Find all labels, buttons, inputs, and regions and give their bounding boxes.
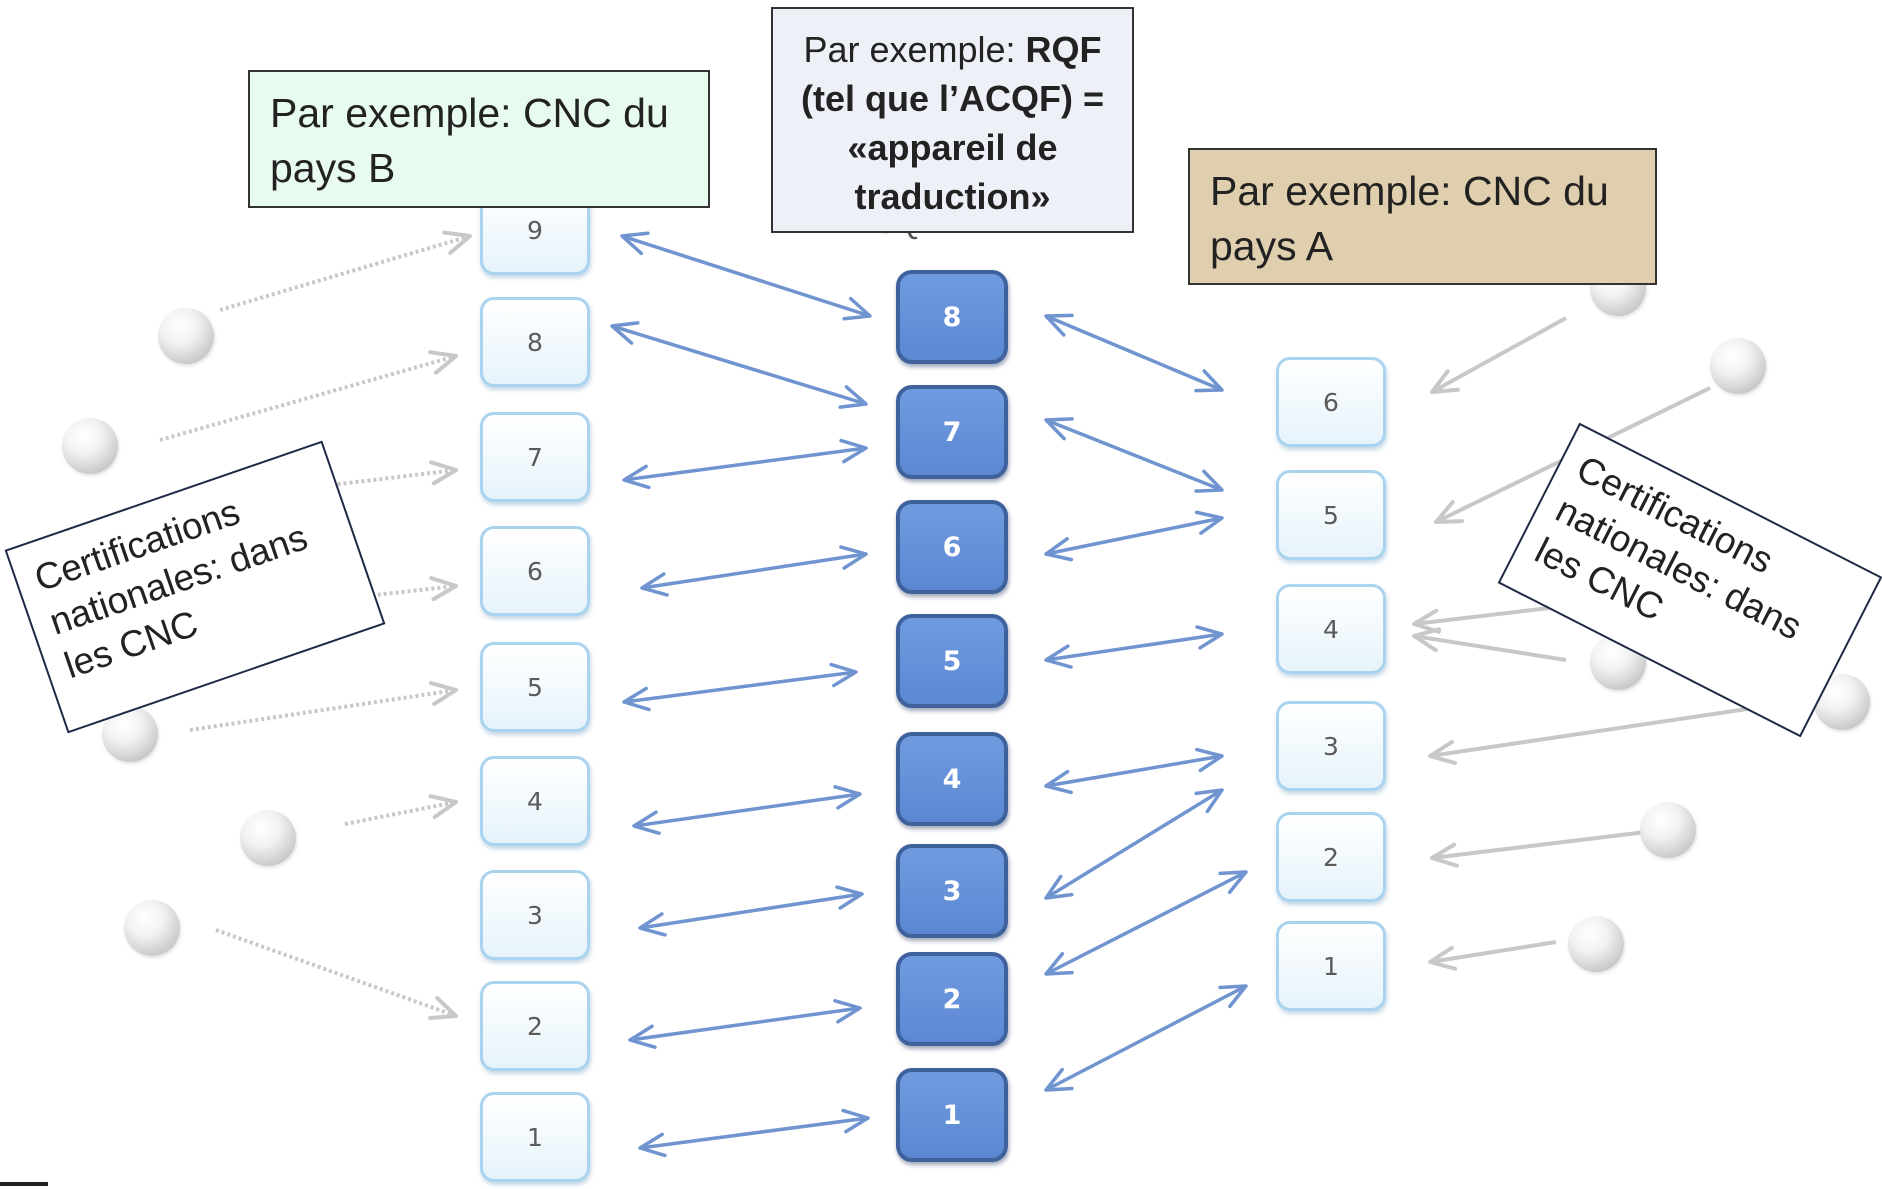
- mapping-arrow: [638, 1108, 870, 1158]
- certification-sphere: [1640, 802, 1696, 858]
- rqf-level-5: 5: [896, 614, 1008, 708]
- certification-arrow: [1412, 627, 1567, 662]
- framework-a-level-3: 3: [1276, 701, 1386, 791]
- framework-b-level-5: 5: [480, 642, 590, 732]
- framework-a-level-1: 1: [1276, 921, 1386, 1011]
- corner-rule: [0, 1182, 48, 1186]
- framework-b-label-box: Par exemple: CNC du pays B: [248, 70, 710, 208]
- certification-sphere: [62, 418, 118, 474]
- mapping-arrow: [640, 545, 868, 597]
- framework-a-level-5: 5: [1276, 470, 1386, 560]
- mapping-arrow: [1044, 870, 1248, 976]
- mapping-arrow: [632, 785, 862, 835]
- rqf-level-3: 3: [896, 844, 1008, 938]
- rqf-label-box: Par exemple: RQF (tel que l’ACQF) = «app…: [771, 7, 1134, 233]
- mapping-arrow: [622, 438, 868, 490]
- framework-a-level-6: 6: [1276, 357, 1386, 447]
- certification-arrow: [289, 460, 458, 492]
- rqf-label-prefix: Par exemple:: [803, 29, 1026, 70]
- framework-b-level-7: 7: [480, 412, 590, 502]
- mapping-arrow: [1044, 313, 1224, 393]
- certification-sphere: [158, 308, 214, 364]
- mapping-arrow: [1044, 625, 1224, 669]
- certification-arrow: [329, 576, 458, 602]
- rqf-level-8: 8: [896, 270, 1008, 364]
- rqf-level-6: 6: [896, 500, 1008, 594]
- framework-a-level-4: 4: [1276, 584, 1386, 674]
- mapping-arrow: [610, 321, 868, 409]
- framework-b-level-4: 4: [480, 756, 590, 846]
- certification-arrow: [215, 928, 458, 1020]
- mapping-arrow: [620, 231, 872, 321]
- certification-arrow: [1412, 604, 1567, 634]
- certification-arrow: [1428, 940, 1557, 971]
- framework-b-level-2: 2: [480, 981, 590, 1071]
- certification-sphere: [1568, 916, 1624, 972]
- mapping-arrow: [1044, 510, 1224, 562]
- certification-arrow: [1430, 316, 1567, 394]
- rqf-level-2: 2: [896, 952, 1008, 1046]
- framework-b-level-3: 3: [480, 870, 590, 960]
- mapping-arrow: [1044, 984, 1248, 1092]
- framework-a-label-box: Par exemple: CNC du pays A: [1188, 148, 1657, 285]
- rqf-label-bold: RQF (tel que l’ACQF) = «appareil de trad…: [800, 29, 1104, 217]
- framework-a-level-2: 2: [1276, 812, 1386, 902]
- rqf-level-7: 7: [896, 385, 1008, 479]
- certification-sphere: [240, 810, 296, 866]
- rqf-level-1: 1: [896, 1068, 1008, 1162]
- mapping-arrow: [622, 662, 858, 712]
- mapping-arrow: [1044, 788, 1224, 900]
- certification-arrow: [344, 794, 458, 826]
- framework-b-level-8: 8: [480, 297, 590, 387]
- framework-b-level-1: 1: [480, 1092, 590, 1182]
- certification-arrow: [1430, 830, 1647, 868]
- framework-b-level-6: 6: [480, 526, 590, 616]
- certification-sphere: [1710, 338, 1766, 394]
- certification-arrow: [189, 681, 458, 732]
- mapping-arrow: [1044, 747, 1224, 795]
- certification-sphere: [124, 900, 180, 956]
- certification-arrow: [159, 350, 458, 442]
- certification-arrow: [219, 230, 472, 312]
- mapping-arrow: [628, 999, 862, 1049]
- mapping-arrow: [638, 885, 864, 937]
- mapping-arrow: [1044, 417, 1224, 493]
- rqf-level-4: 4: [896, 732, 1008, 826]
